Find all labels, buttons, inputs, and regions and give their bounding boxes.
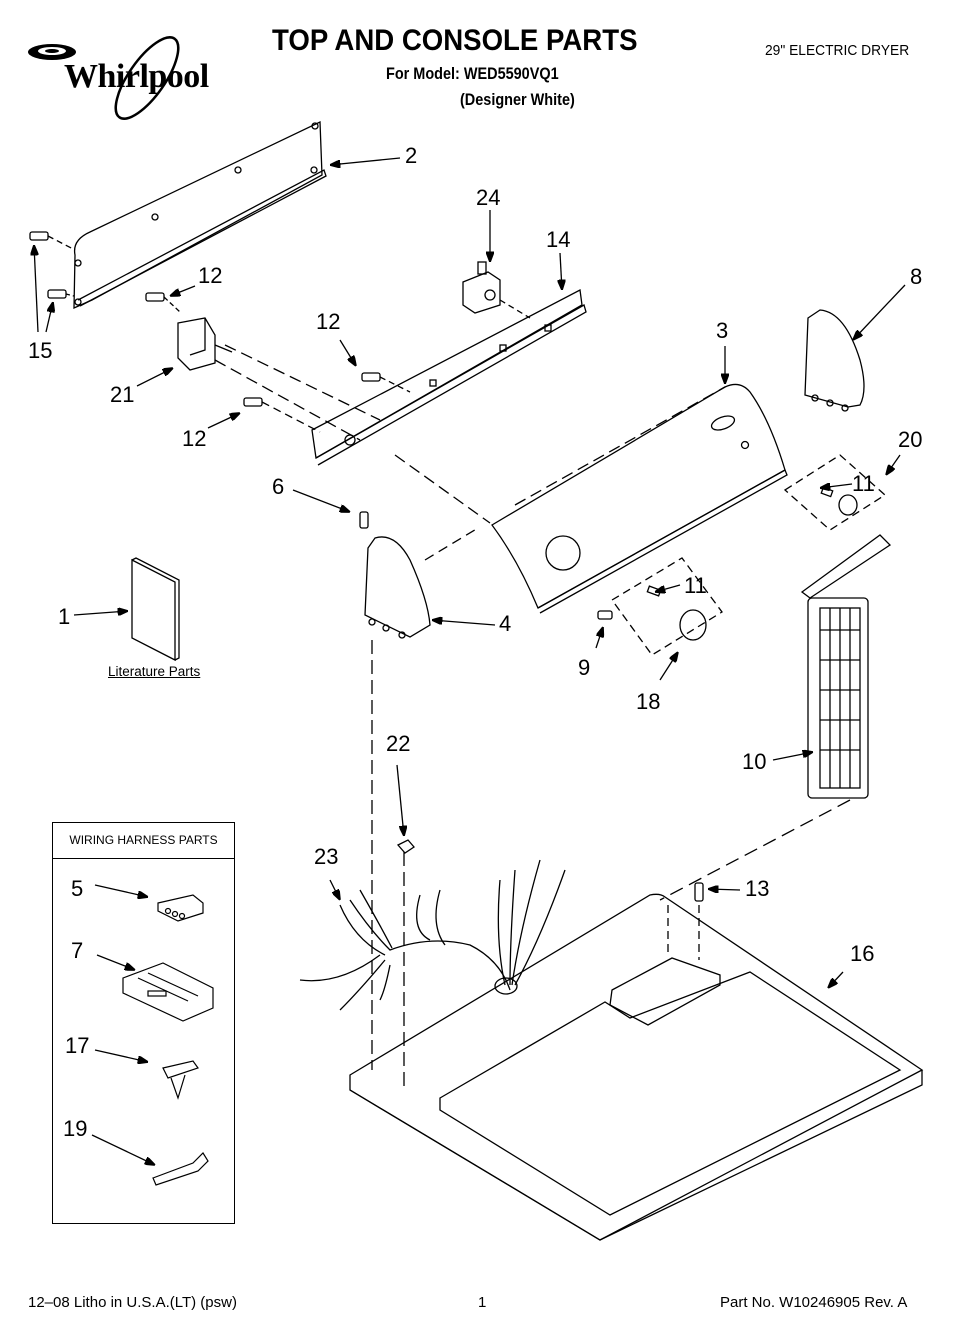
callout-22: 22 [386, 731, 411, 756]
callout-2: 2 [405, 143, 418, 168]
callout-14: 14 [546, 227, 571, 252]
part-24-sensor[interactable] [462, 261, 531, 319]
part-19-terminal[interactable] [152, 1152, 209, 1186]
product-type: 29" ELECTRIC DRYER [765, 42, 910, 59]
literature-parts-label: Literature Parts [108, 664, 201, 679]
page-title: TOP AND CONSOLE PARTS [272, 24, 638, 57]
callout-18: 18 [636, 689, 661, 714]
part-1-literature[interactable] [131, 557, 180, 662]
part-10-lint-filter[interactable] [659, 534, 892, 901]
callout-9: 9 [578, 655, 591, 680]
part-6-screw[interactable] [359, 511, 369, 529]
callout-12-bottom: 12 [182, 426, 207, 451]
callout-4: 4 [499, 611, 512, 636]
part-number: Part No. W10246905 Rev. A [720, 1294, 908, 1311]
callout-17: 17 [65, 1033, 90, 1058]
page-number: 1 [478, 1294, 487, 1311]
callout-12-middle: 12 [316, 309, 341, 334]
part-21-switch[interactable] [177, 317, 381, 441]
part-3-console[interactable] [394, 383, 788, 614]
model-number: For Model: WED5590VQ1 [386, 64, 559, 83]
callout-24: 24 [476, 185, 501, 210]
harness-parts-drawings [122, 894, 214, 1186]
callout-11-center: 11 [684, 573, 707, 598]
logo-swoosh-icon [28, 36, 180, 120]
whirlpool-logo: Whirlpool [22, 30, 222, 120]
part-16-top-panel[interactable] [349, 893, 924, 1241]
part-5-connector[interactable] [157, 894, 204, 922]
footer-print-info: 12–08 Litho in U.S.A.(LT) (psw) [28, 1294, 237, 1311]
callout-7: 7 [71, 938, 84, 963]
part-15-screws[interactable] [29, 231, 76, 299]
part-12-screws[interactable] [145, 292, 411, 433]
callout-1: 1 [58, 604, 71, 629]
callout-6: 6 [272, 474, 285, 499]
callout-11-right: 11 [852, 471, 875, 496]
part-23-wiring-harness[interactable] [299, 859, 566, 1011]
callout-10: 10 [742, 749, 767, 774]
callout-20: 20 [898, 427, 923, 452]
callout-19: 19 [63, 1116, 88, 1141]
callout-15: 15 [28, 338, 53, 363]
part-14-console-bracket[interactable] [311, 288, 587, 466]
part-18-knob-kit[interactable] [597, 557, 723, 656]
part-8-end-cap[interactable] [804, 309, 865, 412]
wiring-harness-parts-box: WIRING HARNESS PARTS 5 7 17 19 [52, 822, 235, 1224]
callout-13: 13 [745, 876, 770, 901]
callout-8: 8 [910, 264, 923, 289]
model-variant: (Designer White) [460, 90, 575, 109]
callout-12-top: 12 [198, 263, 223, 288]
part-4-end-cap[interactable] [364, 527, 479, 1070]
part-7-connector-block[interactable] [122, 962, 214, 1022]
callout-16: 16 [850, 941, 875, 966]
callout-3: 3 [716, 318, 729, 343]
part-2-rear-panel[interactable] [73, 120, 327, 310]
callout-23: 23 [314, 844, 339, 869]
callout-5: 5 [71, 876, 84, 901]
callout-21: 21 [110, 382, 135, 407]
part-17-clip[interactable] [162, 1060, 199, 1100]
part-13-screw[interactable] [667, 882, 704, 960]
wiring-harness-title: WIRING HARNESS PARTS [53, 823, 234, 859]
brand-wordmark: Whirlpool [64, 58, 209, 95]
part-22-clip[interactable] [396, 839, 415, 1090]
